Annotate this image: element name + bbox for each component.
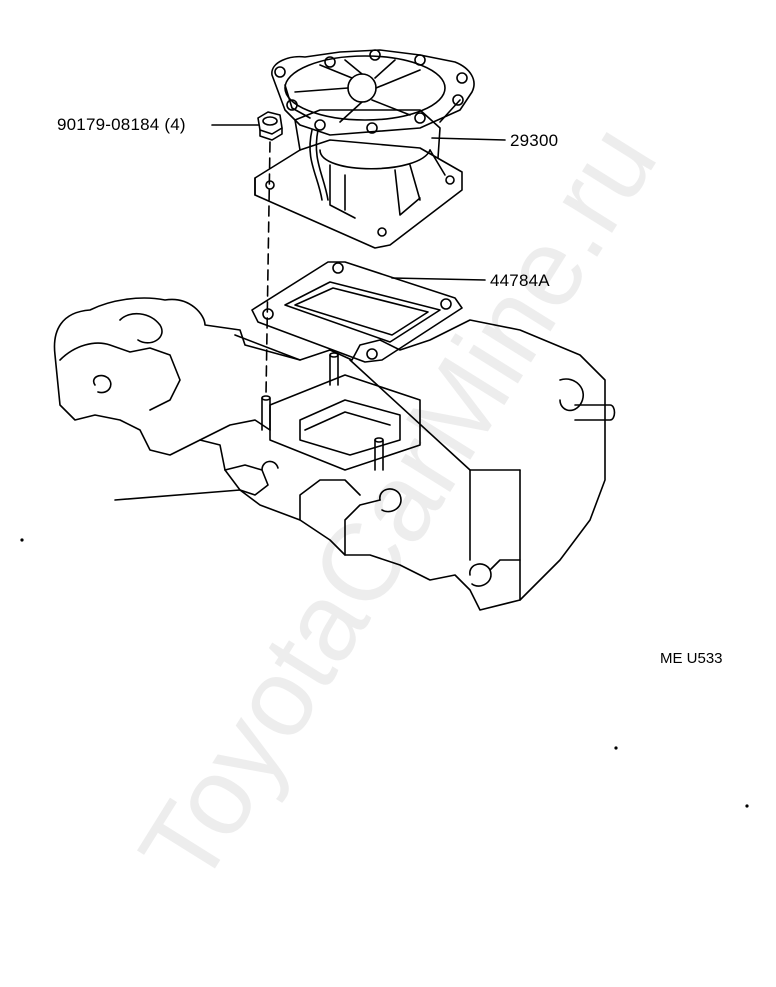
leader-line-gasket: [391, 277, 486, 281]
nut-90179-08184: [257, 111, 283, 141]
part-label-gasket: 44784A: [490, 271, 550, 290]
part-label-nut: 90179-08184 (4): [57, 115, 186, 134]
gasket-44784a: [251, 261, 463, 363]
diagram-reference-code: ME U533: [660, 650, 723, 667]
part-label-vacuum-pump: 29300: [510, 131, 559, 150]
engine-block: [53, 297, 616, 611]
vacuum-pump-29300: [254, 49, 475, 249]
leader-line-pump: [431, 137, 506, 141]
mounting-pad: [261, 352, 421, 471]
alignment-dashed-line: [265, 141, 271, 396]
